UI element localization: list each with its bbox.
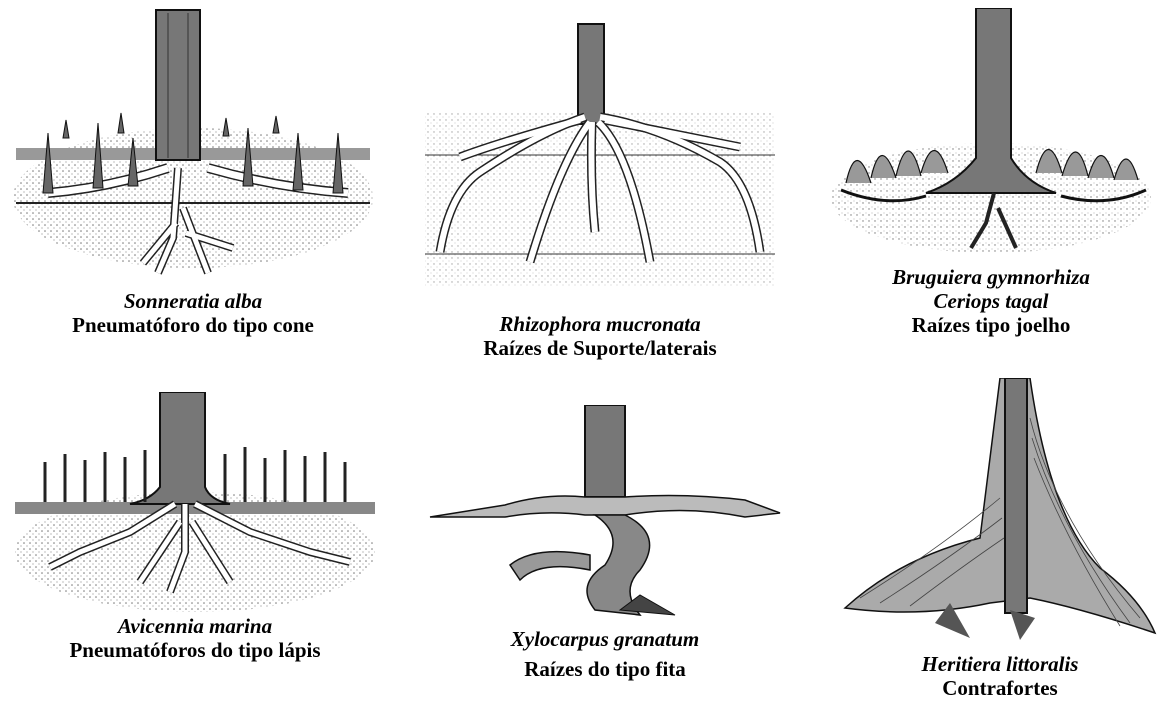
root-type-label: Raízes de Suporte/laterais <box>420 336 780 360</box>
species-name: Xylocarpus granatum <box>425 627 785 651</box>
knee-roots-icon <box>826 8 1156 258</box>
root-type-label: Contrafortes <box>840 676 1160 700</box>
root-type-label: Pneumatóforos do tipo lápis <box>10 638 380 662</box>
root-type-label: Raízes tipo joelho <box>826 313 1156 337</box>
buttress-roots-icon <box>840 378 1160 643</box>
root-type-label: Pneumatóforo do tipo cone <box>8 313 378 337</box>
ribbon-roots-icon <box>425 405 785 620</box>
cone-pneumatophore-roots-icon <box>8 8 378 283</box>
species-name: Sonneratia alba <box>8 289 378 313</box>
root-type-label: Raízes do tipo fita <box>425 657 785 681</box>
species-name: Rhizophora mucronata <box>420 312 780 336</box>
pencil-pneumatophore-roots-icon <box>10 392 380 612</box>
stilt-prop-roots-icon <box>420 22 780 297</box>
species-name: Avicennia marina <box>10 614 380 638</box>
species-name: Ceriops tagal <box>826 289 1156 313</box>
species-name: Bruguiera gymnorhiza <box>826 265 1156 289</box>
species-name: Heritiera littoralis <box>840 652 1160 676</box>
